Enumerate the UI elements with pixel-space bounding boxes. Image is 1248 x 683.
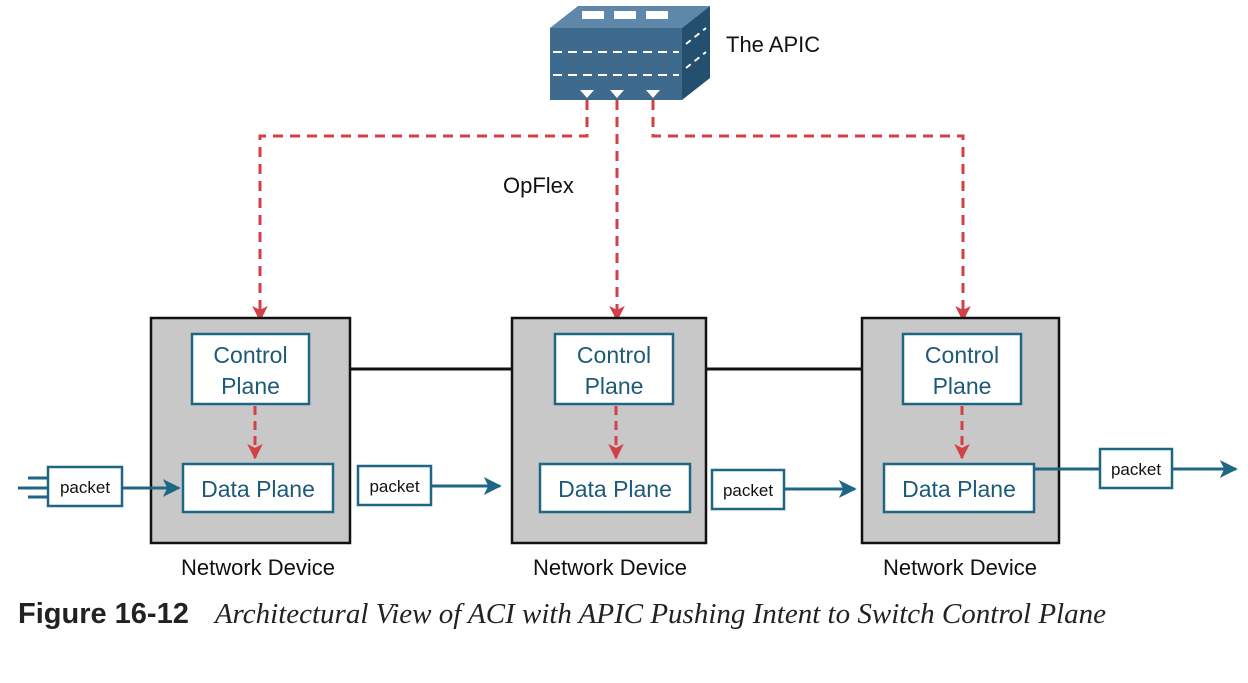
apic-controller-icon — [550, 6, 710, 100]
data-plane-box — [538, 462, 692, 514]
control-plane-label: Plane — [221, 373, 280, 399]
packet-2: packet — [356, 464, 433, 507]
data-plane-box — [882, 462, 1036, 514]
packet-4: packet — [1098, 447, 1174, 490]
packet-3: packet — [710, 468, 786, 511]
data-plane-label: Data Plane — [558, 476, 672, 502]
intent-arrow-left — [252, 100, 589, 322]
network-device-label-2: Network Device — [533, 555, 687, 580]
control-plane-label: Plane — [585, 373, 644, 399]
packet-label: packet — [723, 481, 773, 500]
data-plane-box — [181, 462, 335, 514]
apic-label: The APIC — [726, 32, 820, 57]
control-plane-label: Control — [577, 342, 651, 368]
network-device-3: Control Plane Data Plane — [860, 316, 1061, 545]
packet-label: packet — [369, 477, 419, 496]
figure-caption: Figure 16-12 Architectural View of ACI wi… — [18, 596, 1233, 632]
network-device-1: Control Plane Data Plane — [149, 316, 352, 545]
control-plane-box — [901, 332, 1023, 406]
intent-arrow-right — [651, 100, 971, 322]
figure-caption-text: Architectural View of ACI with APIC Push… — [214, 598, 1106, 630]
packet-label: packet — [60, 478, 110, 497]
data-plane-label: Data Plane — [201, 476, 315, 502]
control-plane-label: Plane — [933, 373, 992, 399]
packet-label: packet — [1111, 460, 1161, 479]
figure-number: Figure 16-12 — [18, 598, 189, 630]
packet-flow — [18, 460, 1238, 499]
data-plane-label: Data Plane — [902, 476, 1016, 502]
opflex-label: OpFlex — [503, 173, 574, 198]
control-plane-label: Control — [925, 342, 999, 368]
packet-1: packet — [46, 465, 124, 508]
network-device-2: Control Plane Data Plane — [510, 316, 708, 545]
control-plane-label: Control — [213, 342, 287, 368]
control-plane-box — [190, 332, 311, 406]
control-plane-box — [553, 332, 675, 406]
opflex-intent-arrows — [252, 100, 971, 322]
network-device-label-3: Network Device — [883, 555, 1037, 580]
aci-architecture-diagram: The APIC OpFlex Control Plane Data Plane… — [18, 6, 1238, 580]
network-device-label-1: Network Device — [181, 555, 335, 580]
